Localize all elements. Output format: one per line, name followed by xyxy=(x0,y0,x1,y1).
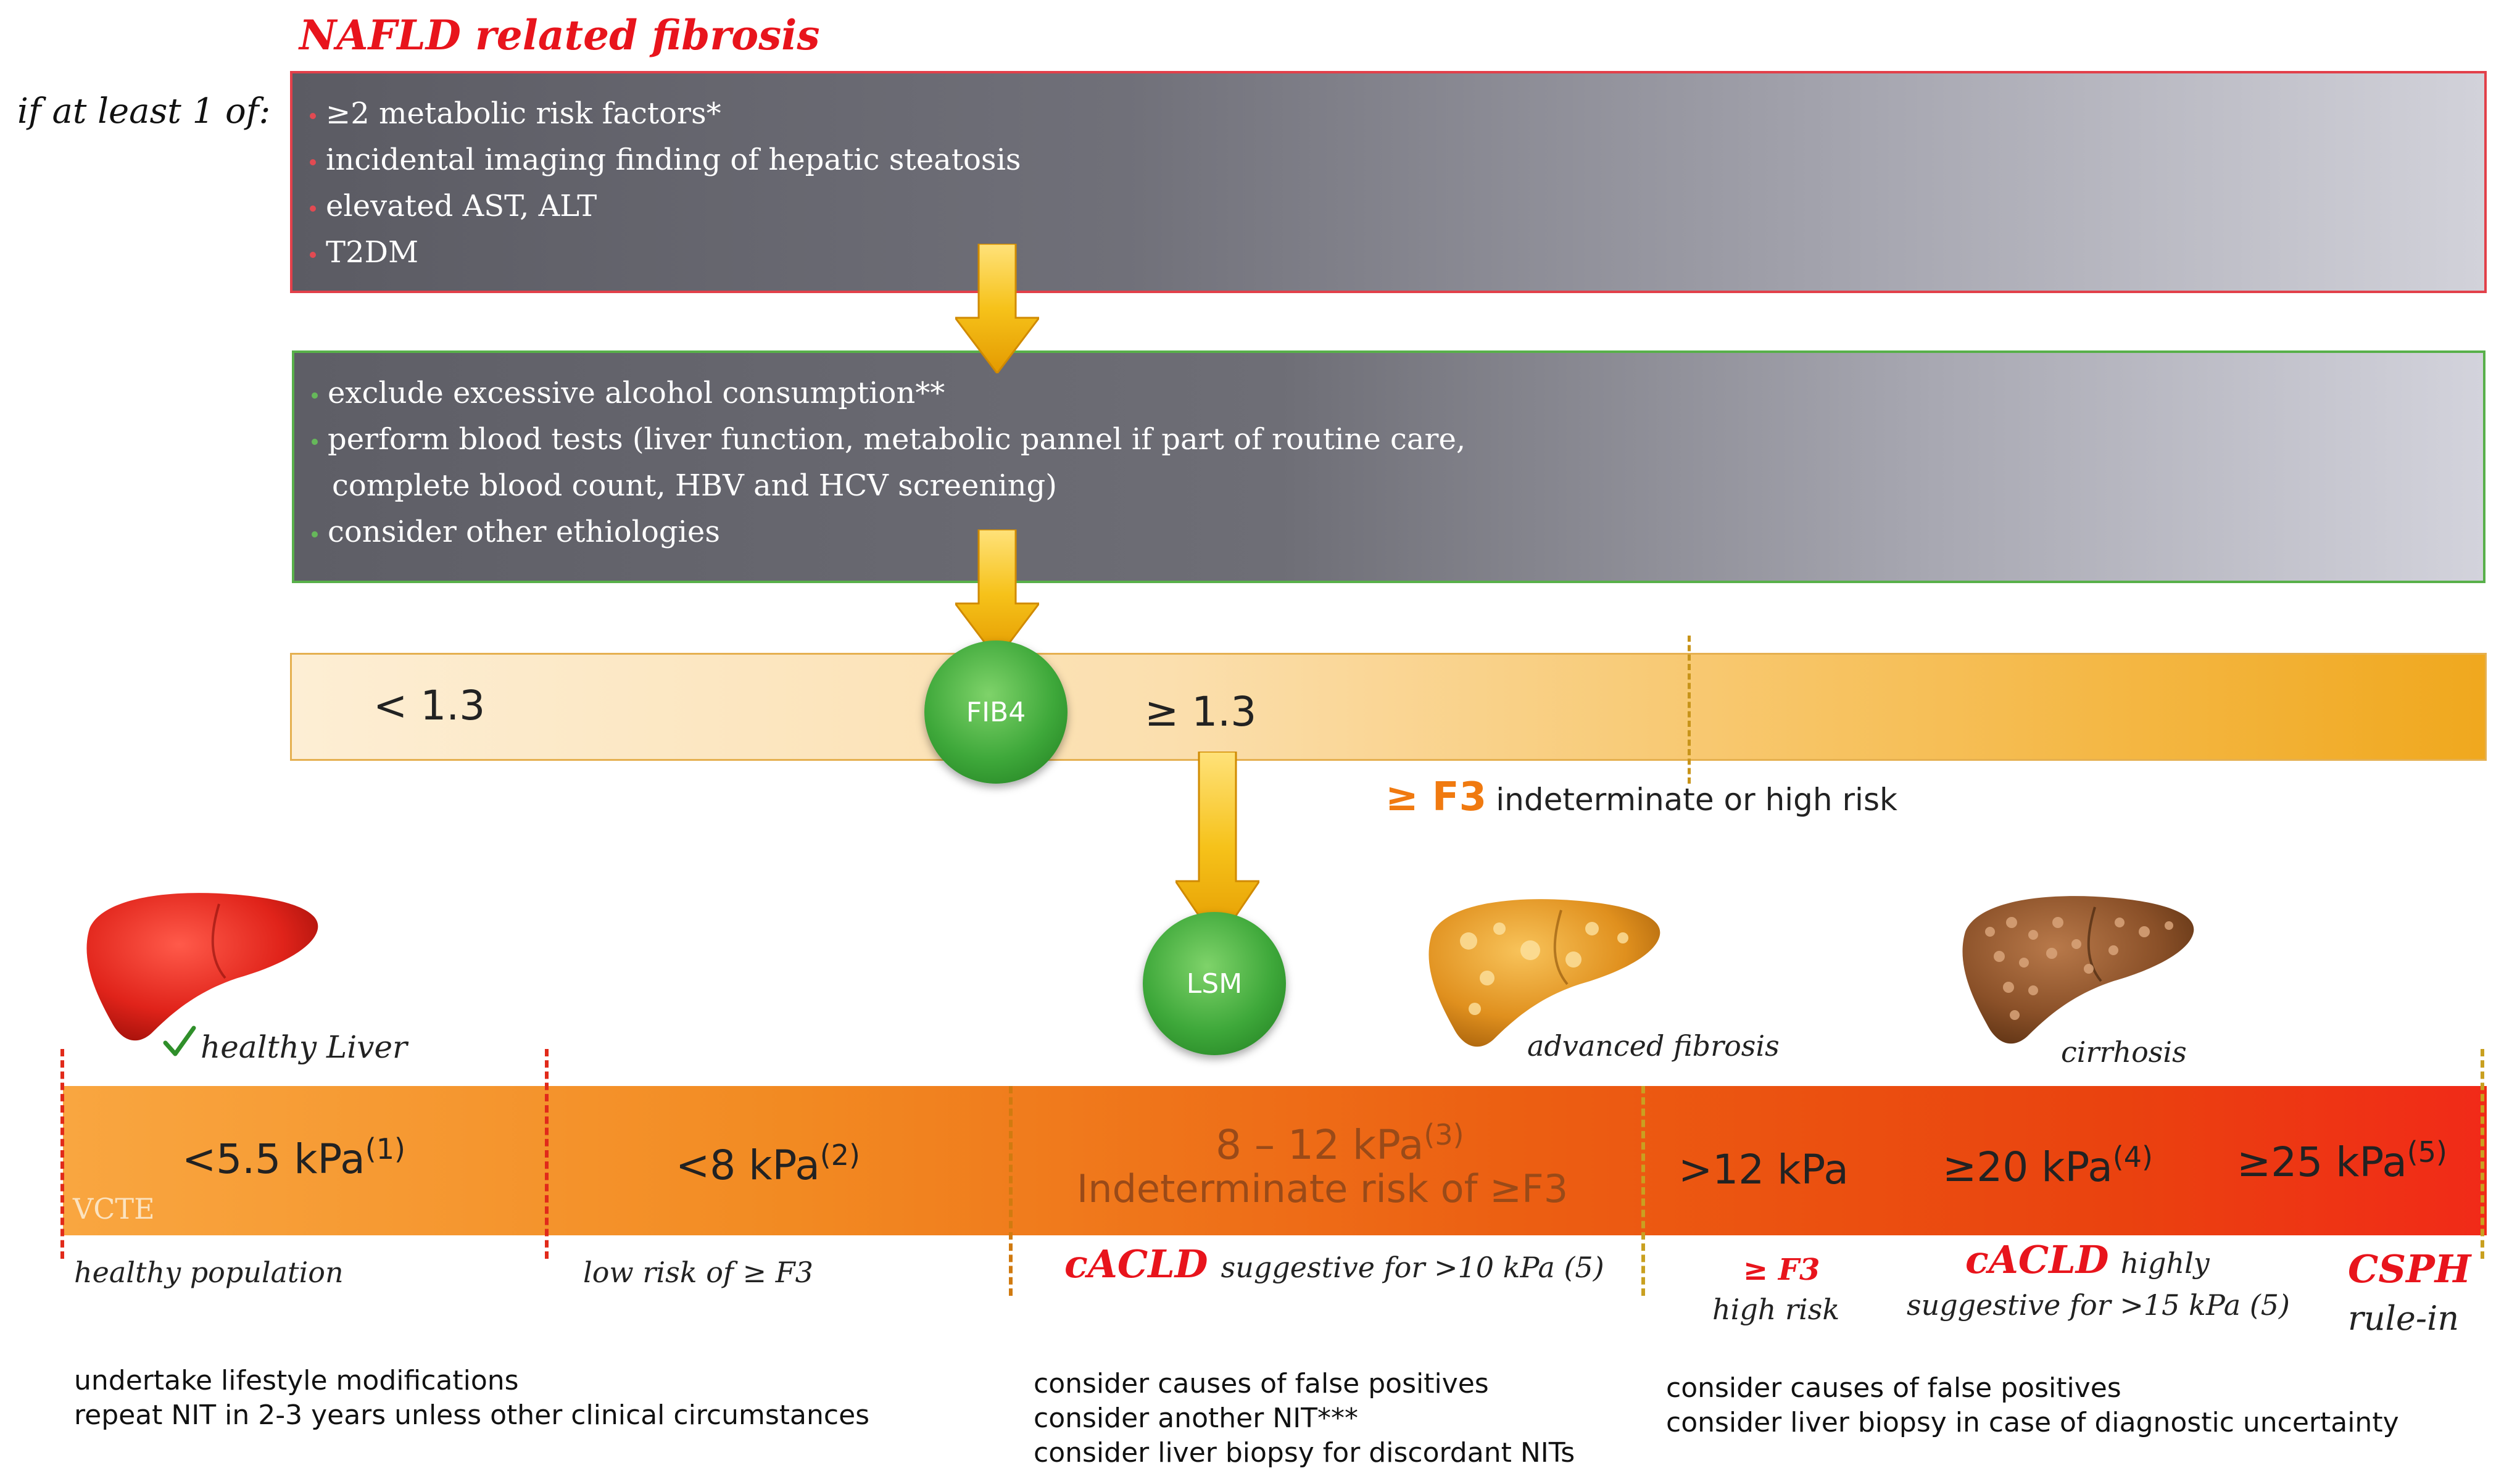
band-divider xyxy=(1688,636,1691,784)
bar-divider xyxy=(2481,1049,2484,1259)
risk-factors-box: ≥2 metabolic risk factors* incidental im… xyxy=(290,71,2487,293)
interpretation-cacld-high-text: suggestive for >15 kPa (5) xyxy=(1907,1288,2290,1322)
bar-divider xyxy=(545,1049,549,1259)
interpretation-healthy: healthy population xyxy=(74,1256,344,1289)
bullet-icon xyxy=(310,251,316,258)
fibrotic-liver-icon xyxy=(1428,899,1660,1047)
workup-list: exclude excessive alcohol consumption** … xyxy=(312,370,1466,555)
bar-divider xyxy=(60,1049,64,1259)
list-item: incidental imaging finding of hepatic st… xyxy=(310,137,1021,183)
vcte-label: VCTE xyxy=(73,1192,155,1225)
cirrhotic-liver-icon xyxy=(1962,896,2194,1044)
fib4-low-label: < 1.3 xyxy=(373,682,486,729)
bullet-icon xyxy=(312,438,318,445)
bullet-icon xyxy=(312,392,318,399)
healthy-liver-label: healthy Liver xyxy=(201,1029,407,1065)
condition-label: if at least 1 of: xyxy=(17,91,271,131)
lsm-node: LSM xyxy=(1143,912,1286,1055)
interpretation-csph: CSPH xyxy=(2348,1246,2471,1291)
risk-factors-list: ≥2 metabolic risk factors* incidental im… xyxy=(310,91,1021,276)
interpretation-f3-text: high risk xyxy=(1712,1293,1840,1326)
arrow-down-icon xyxy=(1175,752,1259,943)
lsm-threshold-bar xyxy=(60,1049,2487,1296)
bullet-icon xyxy=(312,531,318,537)
workup-box: exclude excessive alcohol consumption** … xyxy=(292,350,2485,583)
interpretation-cacld: cACLD suggestive for >10 kPa (5) xyxy=(1064,1242,1604,1287)
bar-divider xyxy=(1641,1086,1645,1296)
arrow-down-icon xyxy=(955,244,1039,373)
diagram-title: NAFLD related fibrosis xyxy=(299,11,820,59)
cirrhosis-label: cirrhosis xyxy=(2061,1035,2187,1069)
interpretation-low-risk: low risk of ≥ F3 xyxy=(583,1256,813,1289)
advanced-fibrosis-label: advanced fibrosis xyxy=(1527,1029,1780,1063)
recommendations-mid: consider causes of false positives consi… xyxy=(1034,1368,1575,1469)
bullet-icon xyxy=(310,159,316,165)
list-item: ≥2 metabolic risk factors* xyxy=(310,91,1021,137)
interpretation-csph-text: rule-in xyxy=(2348,1299,2460,1338)
list-item: T2DM xyxy=(310,230,1021,276)
fib4-high-label: ≥ 1.3 xyxy=(1145,688,1257,736)
bar-divider xyxy=(1009,1086,1013,1296)
threshold-label: ≥20 kPa(4) xyxy=(1942,1140,2153,1191)
interpretation-cacld-high: cACLD highly xyxy=(1965,1237,2210,1282)
list-item: perform blood tests (liver function, met… xyxy=(312,417,1466,463)
arrow-down-icon xyxy=(955,529,1039,659)
recommendations-low: undertake lifestyle modifications repeat… xyxy=(74,1365,870,1431)
fib4-band xyxy=(290,653,2487,761)
threshold-label: 8 – 12 kPa(3) xyxy=(1216,1118,1464,1169)
recommendations-high: consider causes of false positives consi… xyxy=(1666,1372,2399,1438)
list-item: complete blood count, HBV and HCV screen… xyxy=(332,468,1057,503)
list-item: exclude excessive alcohol consumption** xyxy=(312,370,1466,417)
risk-marker: ≥ F3 xyxy=(1385,774,1487,820)
interpretation-f3: ≥ F3 xyxy=(1743,1253,1820,1287)
healthy-liver-icon xyxy=(86,893,318,1041)
threshold-label: <5.5 kPa(1) xyxy=(182,1132,405,1183)
threshold-subtitle: Indeterminate risk of ≥F3 xyxy=(1077,1166,1569,1211)
threshold-label: <8 kPa(2) xyxy=(676,1138,860,1189)
bullet-icon xyxy=(310,112,316,119)
risk-indicator: ≥ F3 indeterminate or high risk xyxy=(1385,774,1897,820)
list-item: consider other ethiologies xyxy=(312,509,1466,555)
risk-text: indeterminate or high risk xyxy=(1496,782,1897,818)
threshold-label: >12 kPa xyxy=(1678,1146,1849,1193)
fib4-node: FIB4 xyxy=(924,640,1068,784)
bullet-icon xyxy=(310,205,316,212)
threshold-label: ≥25 kPa(5) xyxy=(2237,1135,2447,1186)
list-item: elevated AST, ALT xyxy=(310,183,1021,230)
checkmark-icon xyxy=(163,1026,196,1056)
